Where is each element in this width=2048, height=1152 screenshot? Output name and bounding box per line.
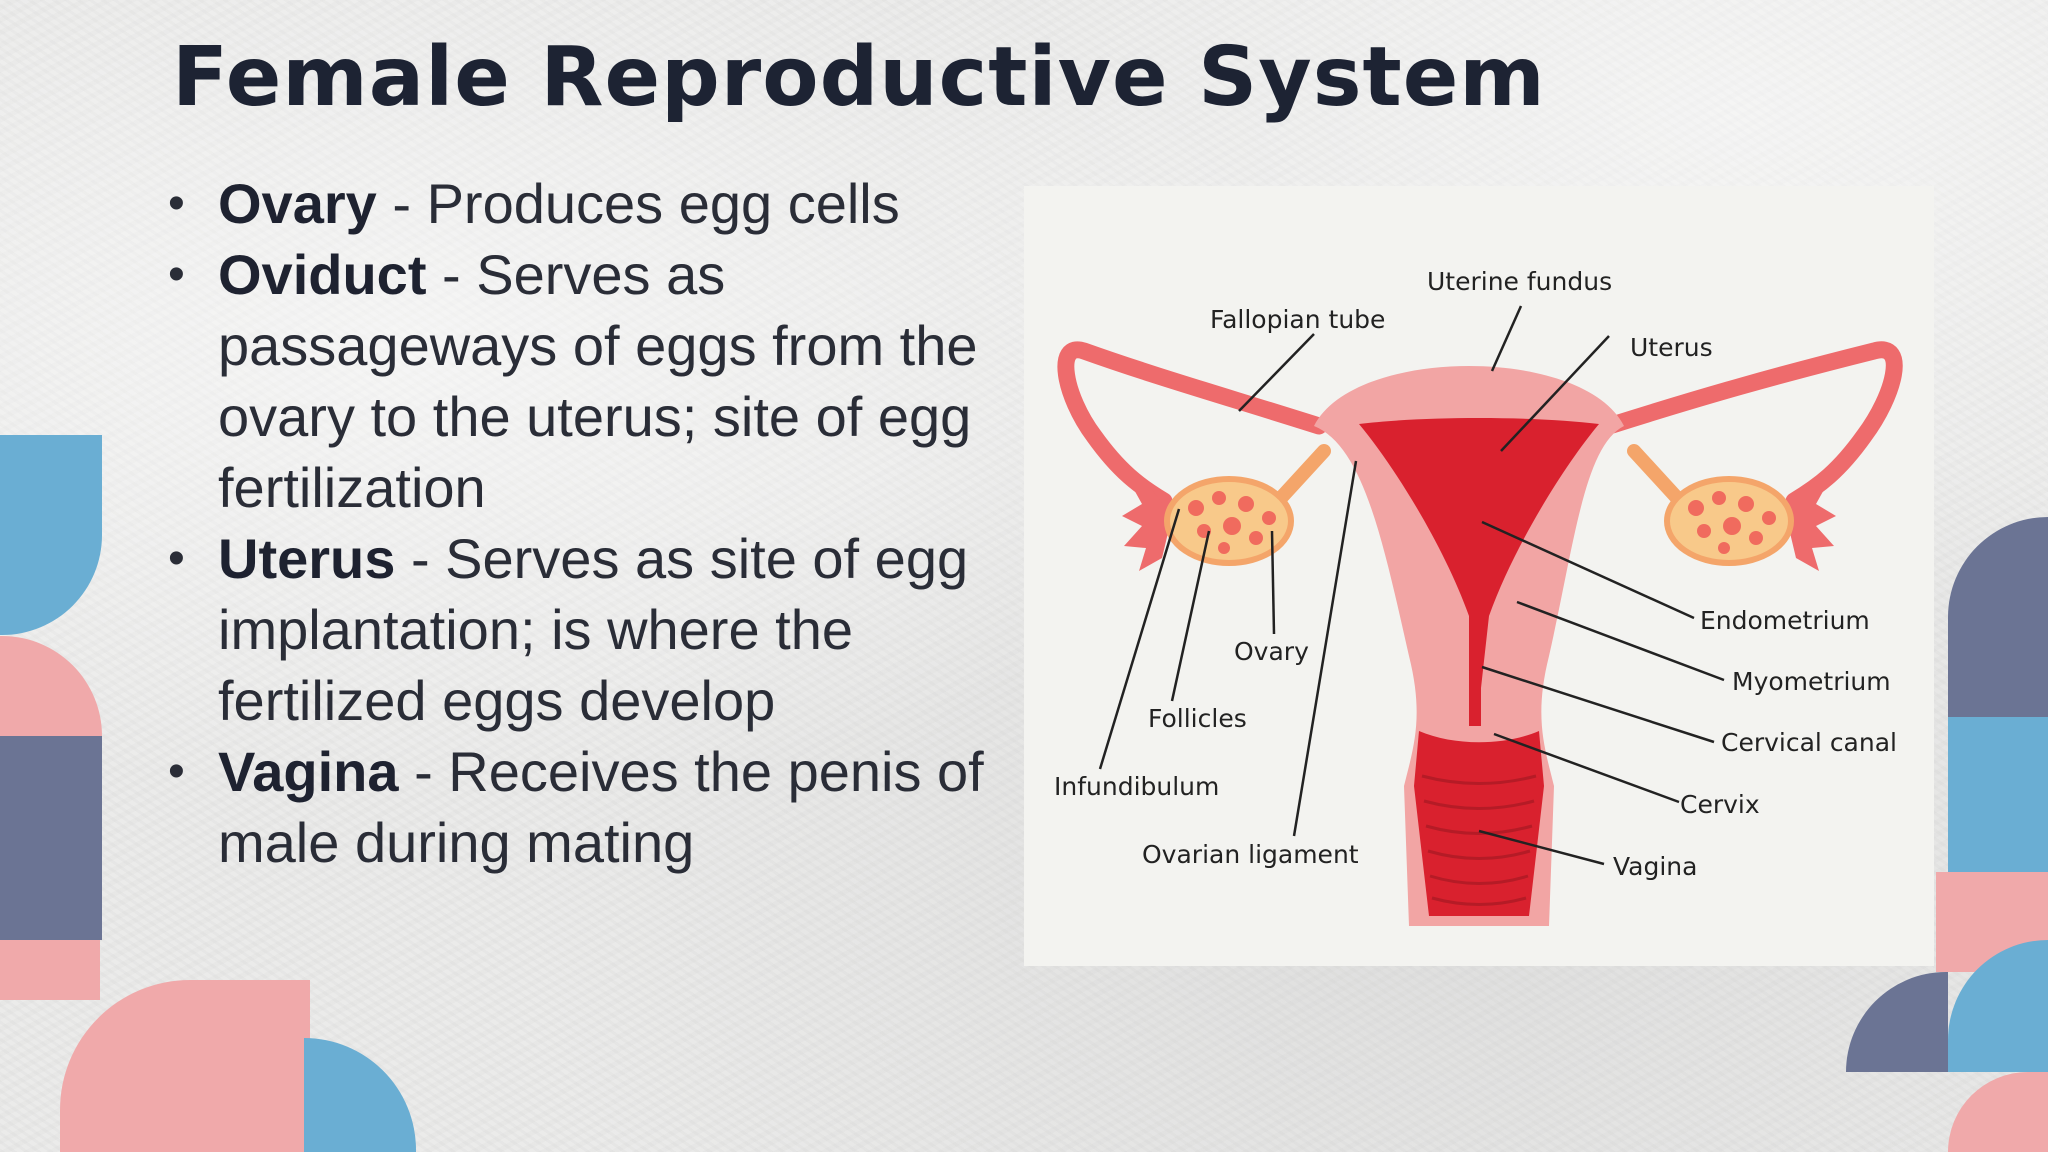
bullet-term: Uterus — [218, 527, 396, 590]
left-fallopian-tube — [1057, 341, 1328, 510]
bullet-list: • Ovary - Produces egg cells • Oviduct - S… — [168, 168, 1008, 878]
bullet-item-vagina: • Vagina - Receives the penis of male dur… — [168, 736, 1008, 878]
bullet-separator: - — [395, 527, 446, 590]
label-cervical-canal: Cervical canal — [1721, 728, 1897, 757]
label-vagina: Vagina — [1613, 852, 1697, 881]
bullet-item-ovary: • Ovary - Produces egg cells — [168, 168, 1008, 239]
leader-lines — [1098, 305, 1725, 866]
bullet-dot: • — [168, 745, 185, 798]
slide-title: Female Reproductive System — [172, 30, 1546, 125]
bullet-term: Oviduct — [218, 243, 427, 306]
bullet-dot: • — [168, 532, 185, 585]
right-fallopian-tube — [1600, 341, 1903, 510]
bullet-term: Vagina — [218, 740, 399, 803]
left-infundibulum — [1122, 486, 1172, 571]
bullet-description: Serves as passageways of eggs from the o… — [218, 243, 978, 519]
right-infundibulum — [1786, 486, 1836, 571]
female-reproductive-diagram: Uterine fundus Fallopian tube Uterus End… — [1054, 267, 1903, 926]
label-ovarian-ligament: Ovarian ligament — [1142, 840, 1359, 869]
vagina-canal — [1414, 731, 1544, 916]
vagina-rugae — [1421, 774, 1537, 906]
bullet-dot: • — [168, 248, 185, 301]
cervical-canal — [1469, 616, 1481, 726]
label-myometrium: Myometrium — [1732, 667, 1891, 696]
label-endometrium: Endometrium — [1700, 606, 1870, 635]
bullet-separator: - — [376, 172, 427, 235]
bullet-separator: - — [398, 740, 449, 803]
left-ovary-follicles — [1188, 491, 1276, 554]
decor-shape-left-pink-curve — [0, 940, 100, 1000]
label-infundibulum: Infundibulum — [1054, 772, 1219, 801]
label-ovary: Ovary — [1234, 637, 1309, 666]
decor-shape-left-navy — [0, 736, 102, 940]
label-uterus: Uterus — [1630, 333, 1713, 362]
uterine-cavity — [1359, 418, 1599, 706]
right-ovary-follicles — [1688, 491, 1776, 554]
decor-shape-right-blue — [1948, 717, 2048, 872]
bullet-separator: - — [426, 243, 477, 306]
bullet-term: Ovary — [218, 172, 377, 235]
label-follicles: Follicles — [1148, 704, 1247, 733]
bullet-item-uterus: • Uterus - Serves as site of egg implanta… — [168, 523, 1008, 736]
bullet-description: Produces egg cells — [426, 172, 900, 235]
label-uterine-fundus: Uterine fundus — [1427, 267, 1612, 296]
label-cervix: Cervix — [1680, 790, 1760, 819]
label-fallopian-tube: Fallopian tube — [1210, 305, 1385, 334]
bullet-description: Receives the penis of male during mating — [218, 740, 984, 874]
bullet-item-oviduct: • Oviduct - Serves as passageways of eggs… — [168, 239, 1008, 523]
bullet-dot: • — [168, 177, 185, 230]
anatomy-diagram-panel: Uterine fundus Fallopian tube Uterus End… — [1024, 186, 1934, 966]
bullet-description: Serves as site of egg implantation; is w… — [218, 527, 969, 732]
